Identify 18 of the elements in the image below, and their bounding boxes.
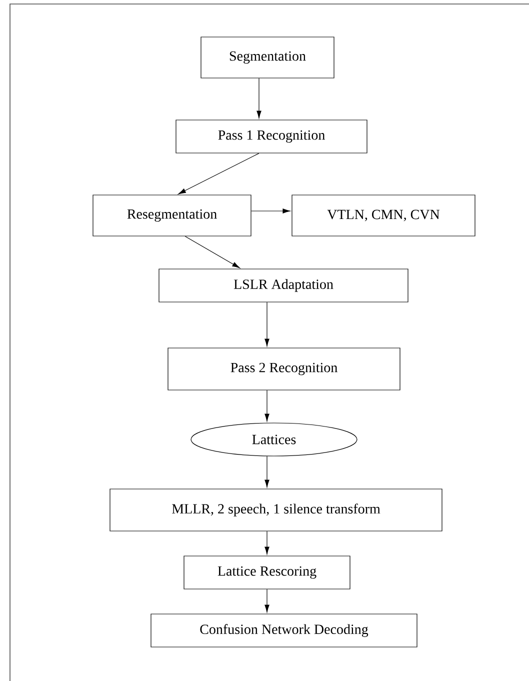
arrow xyxy=(178,153,260,194)
arrow xyxy=(264,390,270,422)
process-box: Resegmentation xyxy=(92,194,252,236)
process-box: Pass 2 Recognition xyxy=(168,348,400,390)
process-box: MLLR, 2 speech, 1 silence transform xyxy=(110,488,442,532)
process-box: Confusion Network Decoding xyxy=(150,614,418,648)
arrow xyxy=(264,531,270,554)
process-box: Lattice Rescoring xyxy=(184,556,350,590)
arrow xyxy=(264,589,270,612)
arrow xyxy=(251,208,290,214)
arrow xyxy=(256,78,262,118)
arrow xyxy=(264,302,270,346)
process-box: Pass 1 Recognition xyxy=(176,120,368,154)
process-box: LSLR Adaptation xyxy=(158,268,408,302)
process-box: Segmentation xyxy=(200,36,334,78)
arrow xyxy=(264,456,270,488)
process-box: VTLN, CMN, CVN xyxy=(292,194,476,236)
arrow xyxy=(184,236,240,268)
